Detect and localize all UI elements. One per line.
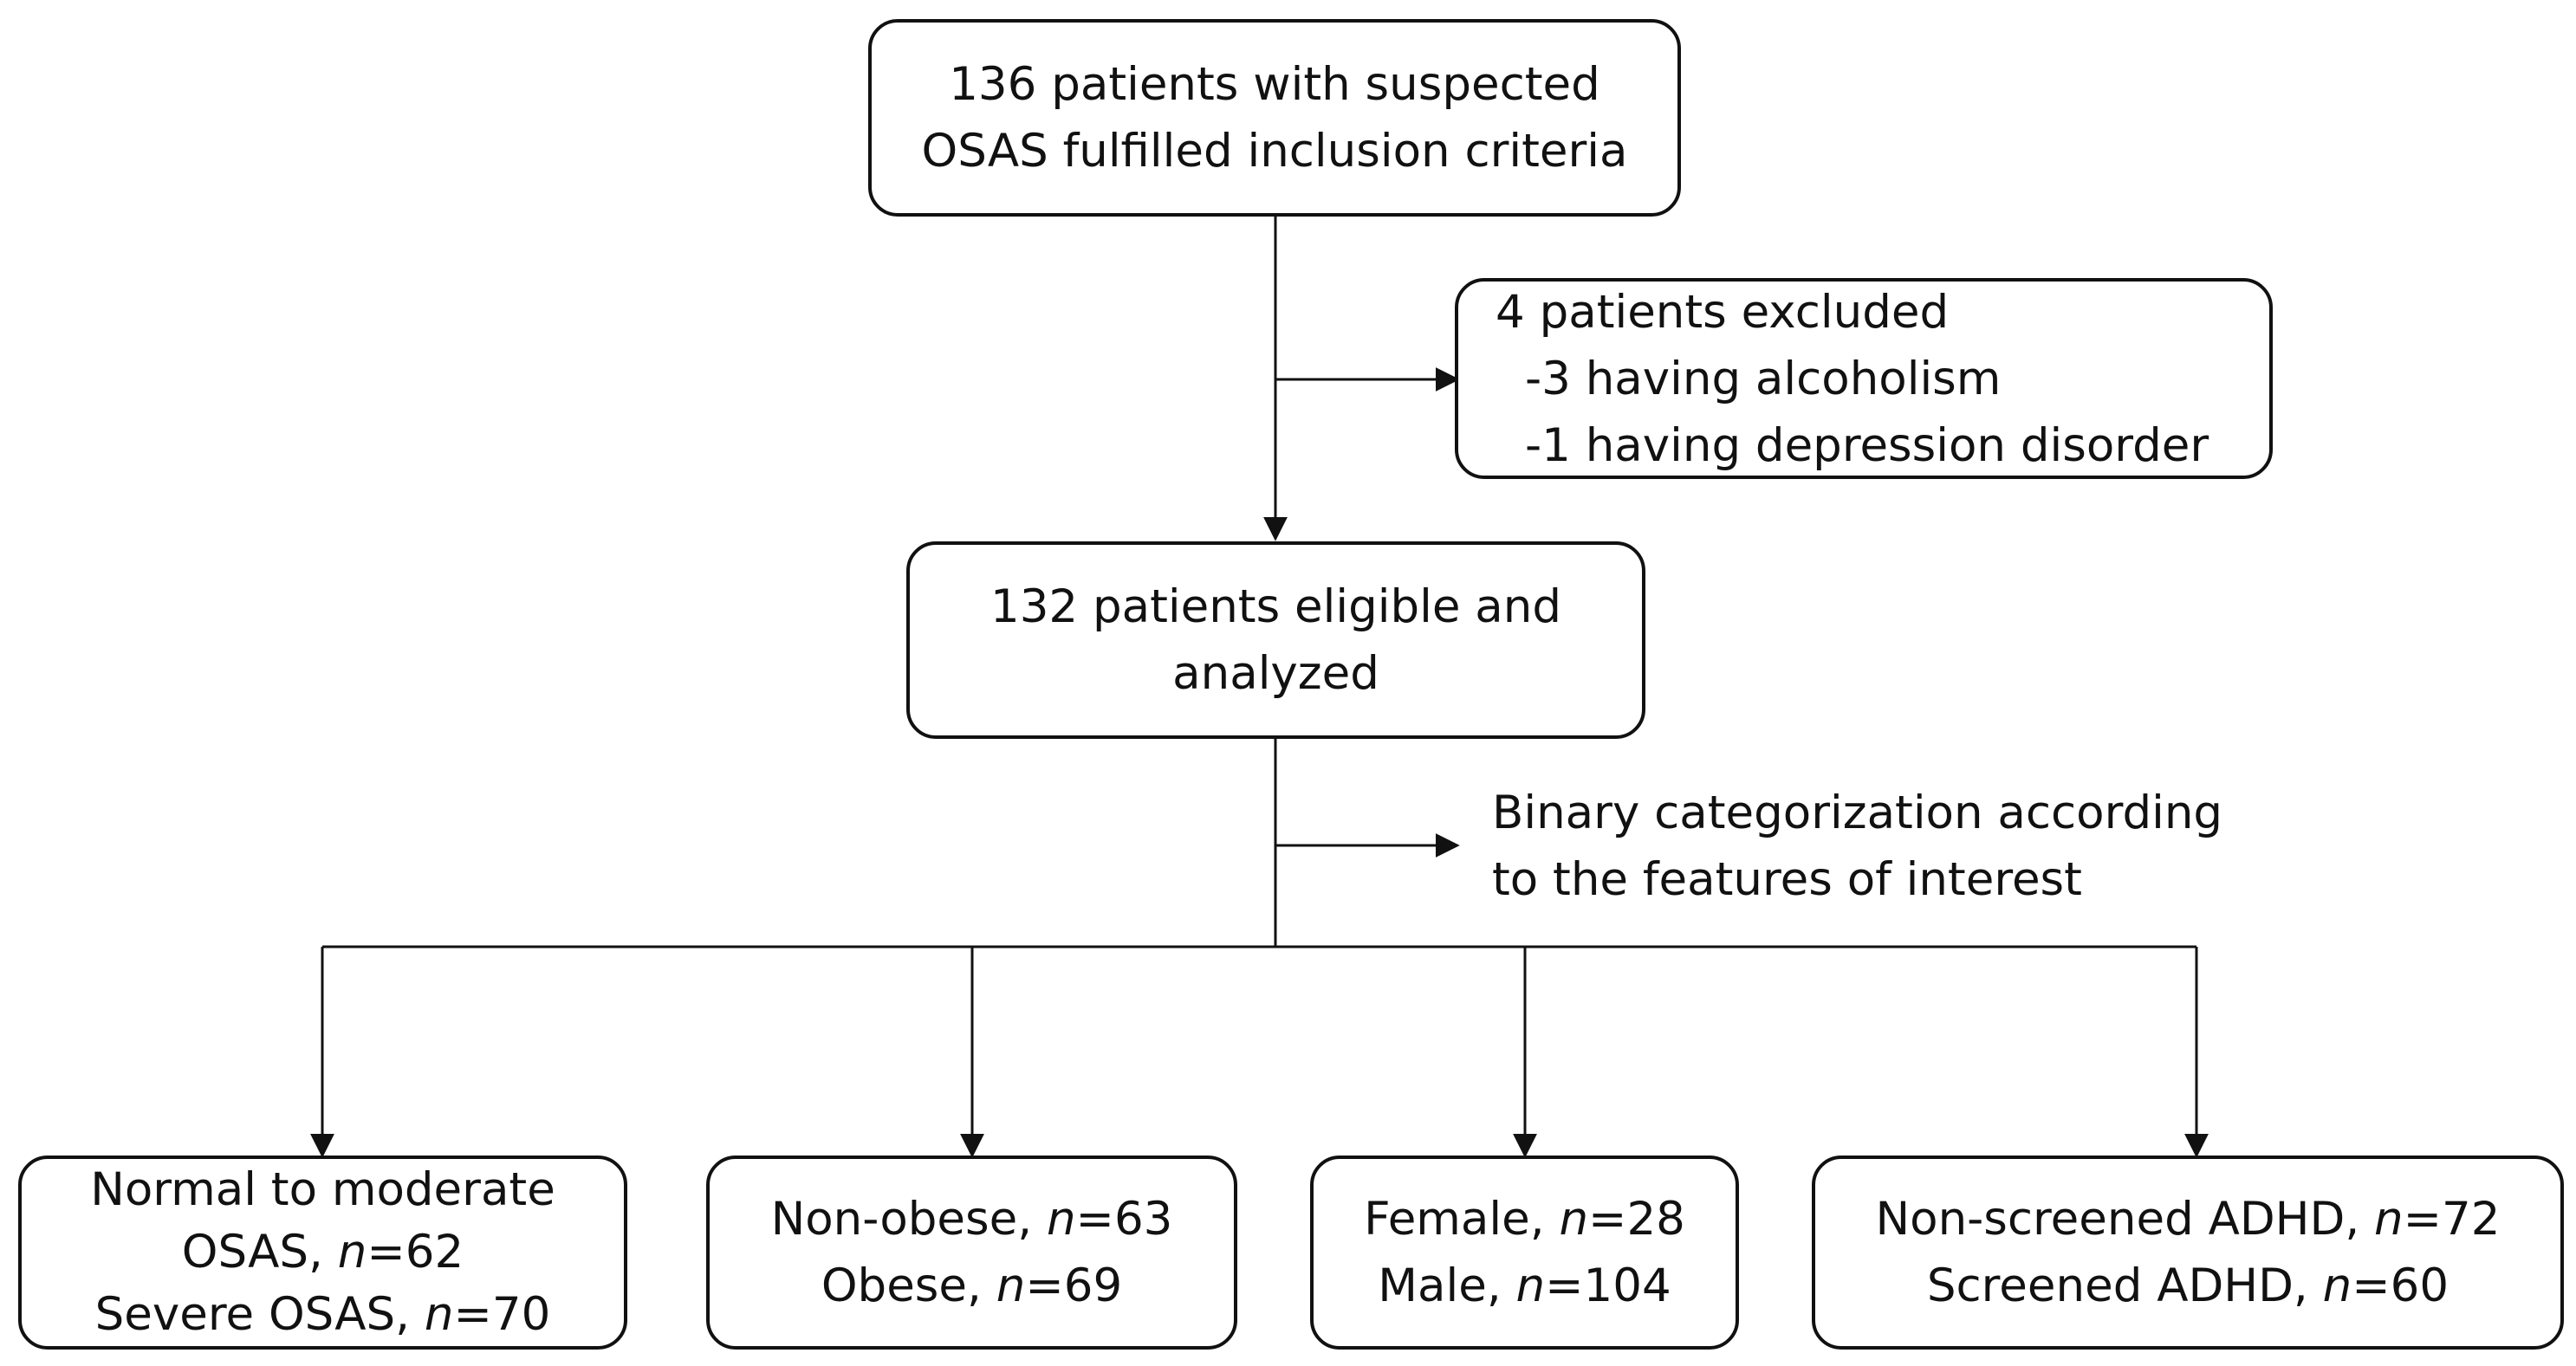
adhd-row-2: Screened ADHD, n=60: [1926, 1259, 2449, 1312]
start-line-1: 136 patients with suspected: [949, 58, 1600, 111]
osas-row-1: Normal to moderate: [90, 1163, 555, 1216]
n-symbol: n: [996, 1259, 1026, 1312]
n-symbol: n: [1046, 1193, 1076, 1246]
sex-row-2: Male, n=104: [1378, 1259, 1671, 1312]
n-symbol: n: [2322, 1259, 2352, 1312]
eligible-line-1: 132 patients eligible and: [990, 580, 1562, 633]
box-obesity: Non-obese, n=63 Obese, n=69: [706, 1156, 1237, 1350]
box-osas-severity: Normal to moderate OSAS, n=62 Severe OSA…: [18, 1156, 627, 1350]
box-eligible-analyzed: 132 patients eligible and analyzed: [906, 541, 1645, 739]
n-symbol: n: [1559, 1193, 1589, 1246]
excluded-title: 4 patients excluded: [1496, 285, 1950, 339]
sex-row-1: Female, n=28: [1364, 1193, 1685, 1246]
excluded-item-alcoholism: -3 having alcoholism: [1525, 352, 2002, 405]
box-adhd-screening: Non-screened ADHD, n=72 Screened ADHD, n…: [1812, 1156, 2564, 1350]
osas-row-2: OSAS, n=62: [181, 1226, 464, 1279]
excluded-item-depression: -1 having depression disorder: [1525, 418, 2209, 472]
n-symbol: n: [337, 1226, 367, 1279]
adhd-row-1: Non-screened ADHD, n=72: [1875, 1193, 2501, 1246]
start-line-2: OSAS fulfilled inclusion criteria: [921, 125, 1628, 178]
osas-row-3: Severe OSAS, n=70: [94, 1288, 551, 1341]
categorization-note: Binary categorization according to the f…: [1492, 780, 2222, 913]
box-excluded: 4 patients excluded -3 having alcoholism…: [1455, 278, 2273, 479]
box-start-population: 136 patients with suspected OSAS fulfill…: [868, 19, 1681, 217]
categorization-line-1: Binary categorization according: [1492, 787, 2223, 839]
n-symbol: n: [2374, 1193, 2404, 1246]
obesity-row-1: Non-obese, n=63: [770, 1193, 1173, 1246]
categorization-line-2: to the features of interest: [1492, 853, 2082, 906]
eligible-line-2: analyzed: [1172, 647, 1379, 700]
n-symbol: n: [424, 1288, 454, 1341]
n-symbol: n: [1515, 1259, 1546, 1312]
box-sex: Female, n=28 Male, n=104: [1310, 1156, 1739, 1350]
obesity-row-2: Obese, n=69: [821, 1259, 1123, 1312]
